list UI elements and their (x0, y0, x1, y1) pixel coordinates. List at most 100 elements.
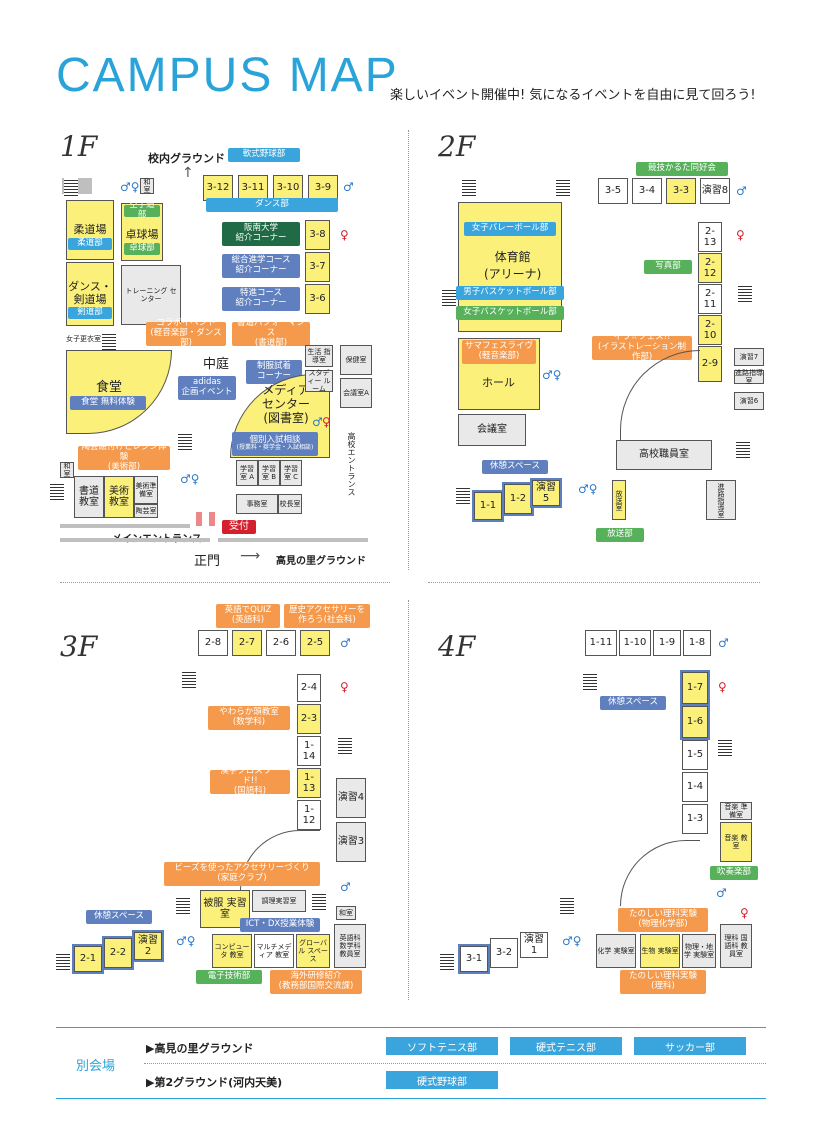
room-kocho: 校長室 (278, 494, 302, 514)
tag-nanshiki-yakyu[interactable]: 軟式野球部 (228, 148, 300, 162)
room-global[interactable]: グローバル スペース (296, 934, 330, 968)
tag-kendo[interactable]: 剣道部 (68, 307, 112, 319)
room-3-7[interactable]: 3-7 (305, 252, 330, 282)
divider-vertical-top (408, 130, 409, 570)
tag-yawaraka[interactable]: やわらか頭教室 (数学科) (208, 706, 290, 730)
tag-takkyu[interactable]: 卓球部 (124, 243, 160, 255)
room-3-2[interactable]: 3-2 (490, 938, 518, 968)
tag-hannan[interactable]: 阪南大学 紹介コーナー (222, 222, 300, 246)
room-enshu8[interactable]: 演習8 (700, 178, 730, 204)
room-2-8[interactable]: 2-8 (198, 630, 228, 656)
tag-togei[interactable]: 陶芸絵付けとレジン体験 (美術部) (78, 442, 170, 472)
tag-denshi[interactable]: 電子技術部 (196, 970, 262, 984)
tag-joshi-basket[interactable]: 女子バスケットボール部 (456, 306, 564, 320)
tag-sogo[interactable]: 総合進学コース 紹介コーナー (222, 254, 300, 278)
room-2-6[interactable]: 2-6 (266, 630, 296, 656)
tag-dance[interactable]: ダンス部 (206, 198, 338, 212)
room-1-3[interactable]: 1-3 (682, 804, 708, 834)
room-3-6[interactable]: 3-6 (305, 284, 330, 314)
room-1-6[interactable]: 1-6 (680, 704, 710, 740)
room-judo[interactable]: 柔道場 (66, 200, 114, 260)
tag-karate[interactable]: 空手道部 (124, 200, 160, 220)
tag-kyukei-4f[interactable]: 休憩スペース (600, 696, 666, 710)
venue-tag-tennis[interactable]: 硬式テニス部 (510, 1037, 622, 1055)
room-3-5[interactable]: 3-5 (598, 178, 628, 204)
room-1-4[interactable]: 1-4 (682, 772, 708, 802)
tag-shodo[interactable]: 書道パフォーマンス (書道部) (232, 318, 310, 348)
room-3-12[interactable]: 3-12 (203, 175, 233, 201)
room-1-10[interactable]: 1-10 (619, 630, 651, 656)
room-multimedia[interactable]: マルチメディア 教室 (254, 934, 294, 968)
room-enshu5[interactable]: 演習5 (530, 478, 562, 508)
room-1-14[interactable]: 1-14 (297, 736, 321, 766)
stairs-icon (736, 440, 750, 458)
tag-kyukei-3f[interactable]: 休憩スペース (86, 910, 152, 924)
tag-uketsuke[interactable]: 受付 (222, 520, 256, 534)
room-2-3[interactable]: 2-3 (297, 704, 321, 734)
tag-tokushin[interactable]: 特進コース 紹介コーナー (222, 287, 300, 311)
tag-shokudo[interactable]: 食堂 無料体験 (70, 396, 146, 410)
room-1-5[interactable]: 1-5 (682, 740, 708, 770)
restroom-icon: ♂ (312, 415, 323, 429)
tag-judo[interactable]: 柔道部 (68, 238, 112, 250)
room-1-13[interactable]: 1-13 (297, 768, 321, 798)
room-2-2[interactable]: 2-2 (102, 936, 134, 970)
tag-kobetsu[interactable]: 個別入試相談 (授業料・奨学金・入試相談) (232, 432, 318, 456)
room-1-9[interactable]: 1-9 (653, 630, 681, 656)
room-enshu2[interactable]: 演習2 (132, 930, 164, 962)
room-2-1[interactable]: 2-1 (72, 944, 104, 974)
room-3-8[interactable]: 3-8 (305, 220, 330, 250)
room-1-1[interactable]: 1-1 (472, 490, 504, 522)
tag-danshi-basket[interactable]: 男子バスケットボール部 (456, 286, 564, 300)
room-3-4[interactable]: 3-4 (632, 178, 662, 204)
room-ongaku[interactable]: 音楽 教室 (720, 822, 752, 862)
room-bijutsu[interactable]: 美術 教室 (104, 476, 134, 518)
room-2-10[interactable]: 2-10 (698, 315, 722, 345)
tag-collab[interactable]: コラボイベント (軽音楽部・ダンス部) (146, 318, 226, 348)
room-1-8[interactable]: 1-8 (683, 630, 711, 656)
tag-kanji[interactable]: 漢字クロスワード!! (国語科) (210, 766, 290, 796)
room-2-12[interactable]: 2-12 (698, 253, 722, 283)
room-gakushu-c: 学習室 C (280, 460, 302, 486)
venue-tag-soft-tennis[interactable]: ソフトテニス部 (386, 1037, 498, 1055)
tag-adidas[interactable]: adidas 企画イベント (178, 376, 236, 400)
tag-rika1[interactable]: たのしい理科実験 (物理化学部) (618, 908, 708, 932)
room-seibutsu[interactable]: 生物 実験室 (640, 934, 680, 968)
room-enshu1[interactable]: 演習1 (520, 932, 548, 958)
room-2-4[interactable]: 2-4 (297, 674, 321, 702)
room-shodo: 書道 教室 (74, 476, 104, 518)
venue-tag-baseball[interactable]: 硬式野球部 (386, 1071, 498, 1089)
tag-kyukei-2f[interactable]: 休憩スペース (482, 460, 548, 474)
room-2-7[interactable]: 2-7 (232, 630, 262, 656)
stairs-icon (442, 288, 456, 306)
tag-samafes[interactable]: サマフェスライヴ (軽音楽部) (462, 340, 536, 364)
tag-kaigai[interactable]: 海外研修紹介 (教務部国際交流課) (270, 970, 362, 994)
tag-suisogaku[interactable]: 吹奏楽部 (710, 866, 758, 880)
room-1-7[interactable]: 1-7 (680, 670, 710, 706)
room-2-9[interactable]: 2-9 (698, 346, 722, 382)
tag-shashin[interactable]: 写真部 (644, 260, 692, 274)
tag-eigo[interactable]: 英語でQUIZ (英語科) (216, 604, 280, 628)
tag-beads[interactable]: ビーズを使ったアクセサリーづくり (家庭クラブ) (164, 862, 320, 886)
room-1-11[interactable]: 1-11 (585, 630, 617, 656)
room-2-13[interactable]: 2-13 (698, 222, 722, 252)
tag-hosobu[interactable]: 放送部 (596, 528, 644, 542)
tag-rika2[interactable]: たのしい理科実験 (理科) (620, 970, 706, 994)
tag-kobetsu-sub: (授業料・奨学金・入試相談) (236, 444, 314, 452)
room-1-2[interactable]: 1-2 (502, 482, 534, 516)
tag-karuta[interactable]: 競技かるた同好会 (636, 162, 728, 176)
stairs-icon (176, 896, 190, 914)
tag-ict[interactable]: ICT・DX授業体験 (240, 918, 320, 932)
room-3-3[interactable]: 3-3 (666, 178, 696, 204)
stairs-icon (738, 284, 752, 302)
room-rika-kyoin: 理科 国語科 教員室 (720, 924, 752, 968)
tag-rekishi[interactable]: 歴史アクセサリーを 作ろう(社会科) (284, 604, 370, 628)
room-hoso[interactable]: 放送室 (612, 480, 626, 520)
room-computer[interactable]: コンピュータ 教室 (212, 934, 252, 968)
room-3-1[interactable]: 3-1 (458, 944, 490, 974)
venue-tag-soccer[interactable]: サッカー部 (634, 1037, 746, 1055)
room-2-11[interactable]: 2-11 (698, 284, 722, 314)
tag-joshi-volley[interactable]: 女子バレーボール部 (464, 222, 556, 236)
room-2-5[interactable]: 2-5 (300, 630, 330, 656)
room-1-12[interactable]: 1-12 (297, 800, 321, 830)
